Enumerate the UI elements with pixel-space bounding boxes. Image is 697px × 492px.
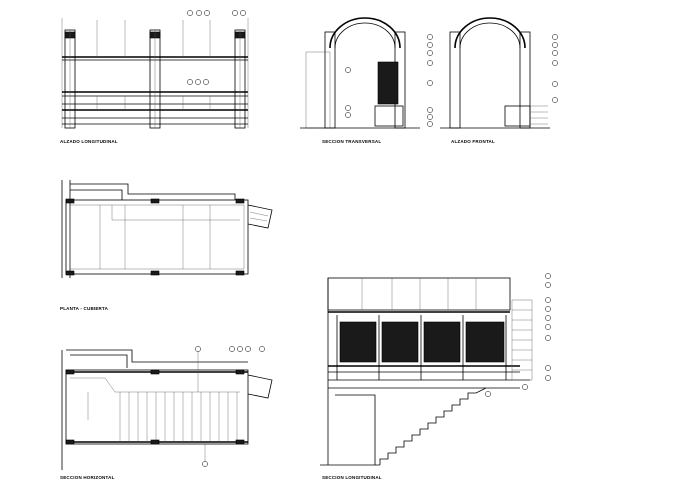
callout-circle (345, 105, 351, 111)
callout-circle (552, 60, 558, 66)
title-planta-cubierta: PLANTA - CUBIERTA (60, 306, 109, 311)
callout-circle (427, 114, 433, 120)
callout-circle (195, 79, 201, 85)
callout-circle (345, 112, 351, 118)
callout-circle (427, 107, 433, 113)
callout-circle (237, 346, 243, 352)
callout-circle (427, 80, 433, 86)
callout-circle (522, 384, 528, 390)
callout-circle (545, 273, 551, 279)
planta-cubierta-drawing (61, 180, 273, 278)
callout-circle (245, 346, 251, 352)
callout-circle (545, 315, 551, 321)
title-seccion-longitudinal: SECCION LONGITUDINAL (322, 475, 382, 480)
post-section (65, 270, 75, 276)
callout-circle (552, 81, 558, 87)
callout-circle (345, 67, 351, 73)
callout-circle (485, 391, 491, 397)
seccion-longitudinal-drawing (320, 277, 533, 466)
callout-circle (232, 10, 238, 16)
seccion-horizontal-drawing (61, 349, 273, 470)
callout-circle (229, 346, 235, 352)
post-section (235, 198, 245, 204)
callout-circle (545, 324, 551, 330)
callout-circle (427, 50, 433, 56)
post-section (150, 439, 160, 445)
title-alzado-frontal: ALZADO FRONTAL (451, 139, 495, 144)
callout-circle (240, 10, 246, 16)
callout-circle (545, 282, 551, 288)
post-section (65, 369, 75, 375)
callout-circle (545, 375, 551, 381)
callout-circle (545, 365, 551, 371)
callout-circle (552, 34, 558, 40)
callout-circle (545, 335, 551, 341)
callout-circle (552, 97, 558, 103)
callout-circle (187, 79, 193, 85)
callout-circle (203, 79, 209, 85)
alzado-longitudinal-drawing (61, 18, 249, 129)
post-section (235, 270, 245, 276)
seccion-transversal-drawing (300, 17, 420, 129)
callout-circle (195, 346, 201, 352)
post-section (150, 270, 160, 276)
callout-circle (545, 297, 551, 303)
callout-markers (187, 10, 558, 467)
title-seccion-horizontal: SECCION HORIZONTAL (60, 475, 115, 480)
post-section (150, 198, 160, 204)
callout-circle (427, 34, 433, 40)
callout-circle (202, 461, 208, 467)
callout-circle (427, 121, 433, 127)
post-section (65, 439, 75, 445)
title-alzado-longitudinal: ALZADO LONGITUDINAL (60, 139, 118, 144)
callout-circle (196, 10, 202, 16)
post-section (235, 369, 245, 375)
callout-circle (427, 42, 433, 48)
title-seccion-transversal: SECCION TRANSVERSAL (322, 139, 382, 144)
post-section (235, 439, 245, 445)
callout-circle (204, 10, 210, 16)
callout-circle (427, 60, 433, 66)
callout-circle (552, 50, 558, 56)
post-section (65, 198, 75, 204)
callout-circle (552, 42, 558, 48)
alzado-frontal-drawing (440, 17, 550, 129)
callout-circle (187, 10, 193, 16)
callout-circle (545, 306, 551, 312)
post-section (150, 369, 160, 375)
callout-circle (259, 346, 265, 352)
